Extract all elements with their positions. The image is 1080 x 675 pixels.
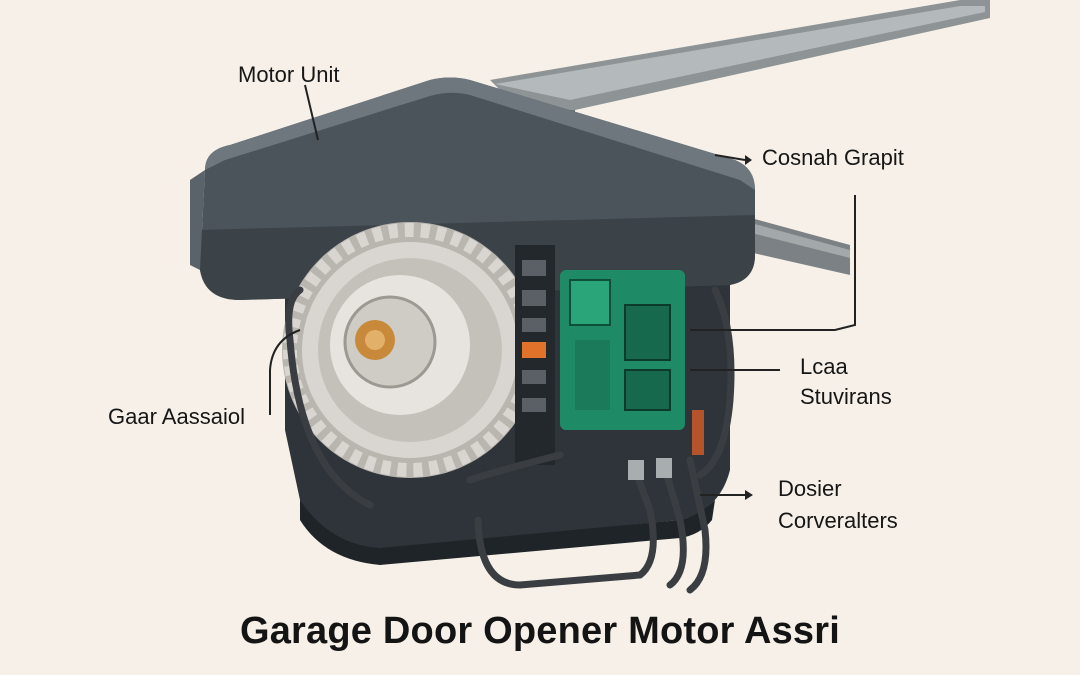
label-lead-line2: Stuvirans bbox=[800, 382, 892, 412]
label-lead-line1: Lcaa bbox=[800, 352, 848, 382]
label-driver-line2: Corveralters bbox=[778, 506, 898, 536]
circuit-board-illustration bbox=[560, 270, 685, 430]
label-gear-assembly: Gaar Aassaiol bbox=[108, 402, 245, 432]
diagram-title: Garage Door Opener Motor Assri bbox=[0, 610, 1080, 653]
arrow-driver-icon bbox=[745, 490, 753, 500]
side-bracket bbox=[740, 215, 850, 275]
arrow-circuit-icon bbox=[745, 155, 752, 165]
label-circuit-top: Cosnah Grapit bbox=[762, 143, 904, 173]
overhead-rail bbox=[490, 0, 990, 125]
label-driver-line1: Dosier bbox=[778, 474, 842, 504]
gear-assembly-illustration bbox=[282, 222, 538, 478]
label-motor-unit: Motor Unit bbox=[238, 60, 339, 90]
